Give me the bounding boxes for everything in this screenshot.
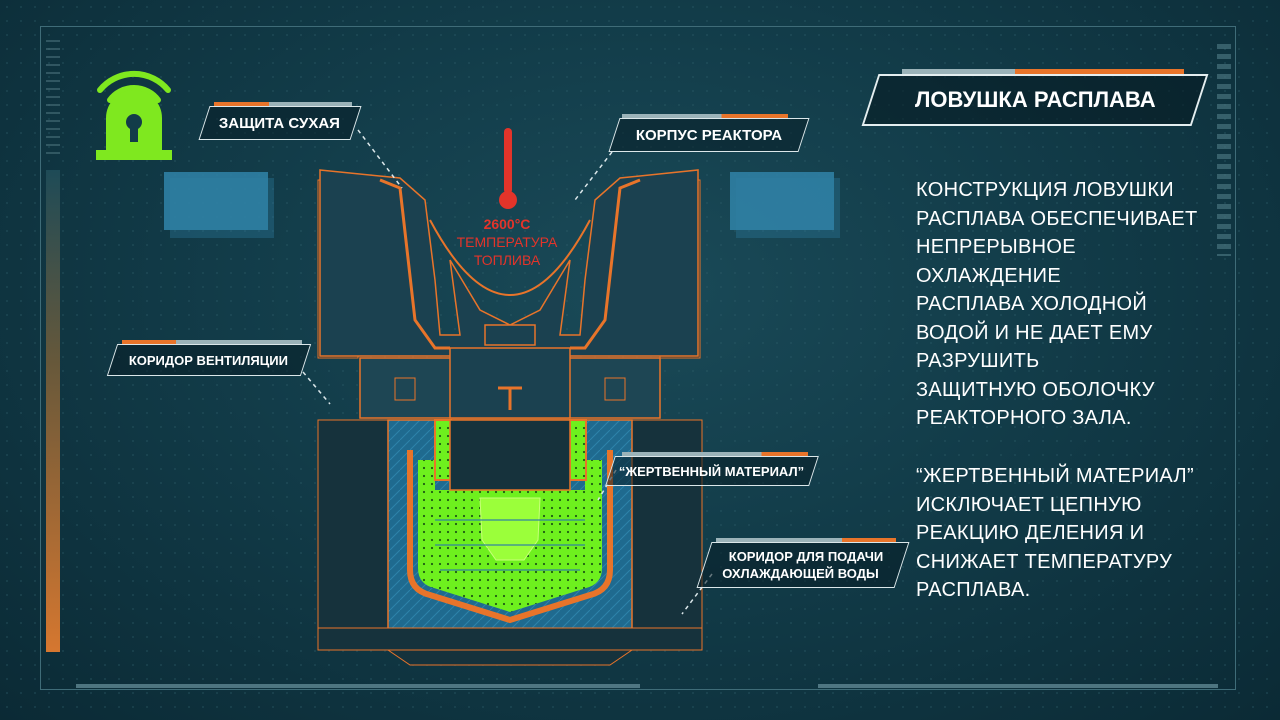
foundation-cone xyxy=(386,649,634,666)
desc1-line: РАСПЛАВА ХОЛОДНОЙ xyxy=(916,293,1148,315)
label-ventilation-corridor: КОРИДОР ВЕНТИЛЯЦИИ xyxy=(106,344,312,376)
desc2-line: ИСКЛЮЧАЕТ ЦЕПНУЮ xyxy=(916,493,1142,516)
temperature-value: 2600°С xyxy=(483,216,531,232)
catcher-vessel-wall xyxy=(407,450,613,624)
bottom-strip-left xyxy=(76,684,640,688)
desc1-line: РАСПЛАВА ОБЕСПЕЧИВАЕТ xyxy=(916,207,1198,230)
desc1-line: РАЗРУШИТЬ xyxy=(916,350,1040,372)
right-tick-strip xyxy=(1217,44,1231,256)
fuel-temperature: 2600°С ТЕМПЕРАТУРА ТОПЛИВА xyxy=(448,215,566,269)
temperature-line1: ТЕМПЕРАТУРА xyxy=(456,234,558,250)
reactor-vessel-accent xyxy=(622,114,788,118)
thermometer-icon xyxy=(499,128,517,209)
hud-frame xyxy=(40,26,1236,690)
label-dry-protection: ЗАЩИТА СУХАЯ xyxy=(198,106,362,140)
catcher-layers xyxy=(435,519,585,571)
sacrificial-accent xyxy=(622,452,808,456)
platform-window-left xyxy=(394,377,416,401)
desc1-line: ОХЛАЖДЕНИЕ xyxy=(916,264,1061,287)
desc1-line: НЕПРЕРЫВНОЕ xyxy=(916,236,1076,258)
bottom-strip-right xyxy=(818,684,1218,688)
catcher-support xyxy=(498,386,522,410)
left-tick-strip xyxy=(46,40,60,160)
temperature-line2: ТОПЛИВА xyxy=(473,252,541,268)
left-level-bar xyxy=(46,170,60,652)
platform-window-right xyxy=(604,377,626,401)
desc1-line: КОНСТРУКЦИЯ ЛОВУШКИ xyxy=(916,179,1174,201)
water-corridor-accent xyxy=(716,538,896,542)
blue-pad-right xyxy=(730,172,834,230)
blue-pad-left xyxy=(164,172,268,230)
left-lower-block xyxy=(317,419,389,631)
label-water-corridor: КОРИДОР ДЛЯ ПОДАЧИ ОХЛАЖДАЮЩЕЙ ВОДЫ xyxy=(696,542,910,588)
slide-title: ЛОВУШКА РАСПЛАВА xyxy=(861,74,1209,126)
dry-protection-outline xyxy=(379,178,450,350)
desc2-line: “ЖЕРТВЕННЫЙ МАТЕРИАЛ” xyxy=(916,465,1194,487)
label-sacrificial-material: “ЖЕРТВЕННЫЙ МАТЕРИАЛ” xyxy=(605,456,819,486)
vessel-bottom-curve xyxy=(429,219,591,296)
desc2-line: СНИЖАЕТ ТЕМПЕРАТУРУ xyxy=(916,550,1173,573)
description-paragraph-1: КОНСТРУКЦИЯ ЛОВУШКИ РАСПЛАВА ОБЕСПЕЧИВАЕ… xyxy=(916,176,1198,433)
title-accent xyxy=(902,69,1184,74)
desc1-line: РЕАКТОРНОГО ЗАЛА. xyxy=(916,407,1132,429)
vessel-outline xyxy=(570,178,641,350)
description-paragraph-2: “ЖЕРТВЕННЫЙ МАТЕРИАЛ” ИСКЛЮЧАЕТ ЦЕПНУЮ Р… xyxy=(916,462,1194,605)
ventilation-accent xyxy=(122,340,302,344)
alarm-beacon-icon xyxy=(96,71,172,160)
desc2-line: РАСПЛАВА. xyxy=(916,579,1031,601)
desc1-line: ВОДОЙ И НЕ ДАЕТ ЕМУ xyxy=(916,321,1153,344)
core-catcher-diagram xyxy=(317,169,703,666)
dry-protection-accent xyxy=(214,102,352,106)
label-reactor-vessel: КОРПУС РЕАКТОРА xyxy=(608,118,810,152)
catcher-upper-cavity xyxy=(449,419,571,491)
vessel-nozzle xyxy=(484,324,536,346)
desc1-line: ЗАЩИТНУЮ ОБОЛОЧКУ xyxy=(916,378,1155,401)
desc2-line: РЕАКЦИЮ ДЕЛЕНИЯ И xyxy=(916,522,1145,544)
